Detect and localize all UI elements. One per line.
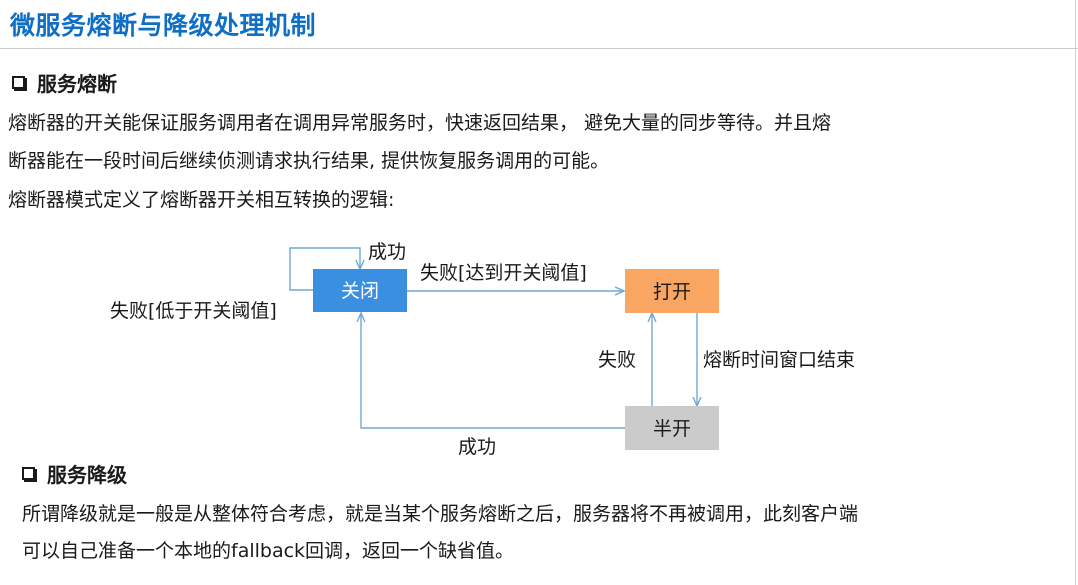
checkbox-bullet-icon xyxy=(12,76,25,89)
state-node-closed: 关闭 xyxy=(313,269,407,312)
edge-label-half-to-open: 失败 xyxy=(598,349,636,371)
state-node-half-open: 半开 xyxy=(625,406,719,450)
state-node-open: 打开 xyxy=(625,269,719,313)
state-node-label: 半开 xyxy=(653,418,691,440)
checkbox-bullet-icon xyxy=(22,467,35,480)
edge-half-open-to-closed xyxy=(361,313,625,429)
edge-label-closed-fail-below: 失败[低于开关阈值] xyxy=(110,300,277,322)
edge-label-half-to-closed: 成功 xyxy=(458,436,496,458)
edge-label-closed-success: 成功 xyxy=(368,241,406,263)
state-node-label: 打开 xyxy=(653,281,691,303)
section-heading-label: 服务熔断 xyxy=(37,72,117,96)
paragraph-line: 可以自己准备一个本地的fallback回调，返回一个缺省值。 xyxy=(22,540,515,562)
paragraph-line: 所谓降级就是一般是从整体符合考虑，就是当某个服务熔断之后，服务器将不再被调用，此… xyxy=(22,503,859,525)
slide-edge-divider xyxy=(1075,0,1076,585)
edge-label-open-to-half: 熔断时间窗口结束 xyxy=(703,349,855,371)
section-heading-circuit-breaker: 服务熔断 xyxy=(12,68,117,97)
edge-label-closed-to-open: 失败[达到开关阈值] xyxy=(420,262,587,284)
paragraph-line: 断器能在一段时间后继续侦测请求执行结果, 提供恢复服务调用的可能。 xyxy=(8,150,610,172)
paragraph-line: 熔断器模式定义了熔断器开关相互转换的逻辑: xyxy=(8,189,395,211)
page-title: 微服务熔断与降级处理机制 xyxy=(10,11,317,40)
section-heading-degradation: 服务降级 xyxy=(22,459,127,488)
paragraph-line: 熔断器的开关能保证服务调用者在调用异常服务时，快速返回结果， 避免大量的同步等待… xyxy=(8,112,832,134)
edge-closed-self-loop xyxy=(289,247,360,291)
section-heading-label: 服务降级 xyxy=(47,463,127,487)
state-node-label: 关闭 xyxy=(341,280,379,302)
title-divider xyxy=(0,48,1078,49)
